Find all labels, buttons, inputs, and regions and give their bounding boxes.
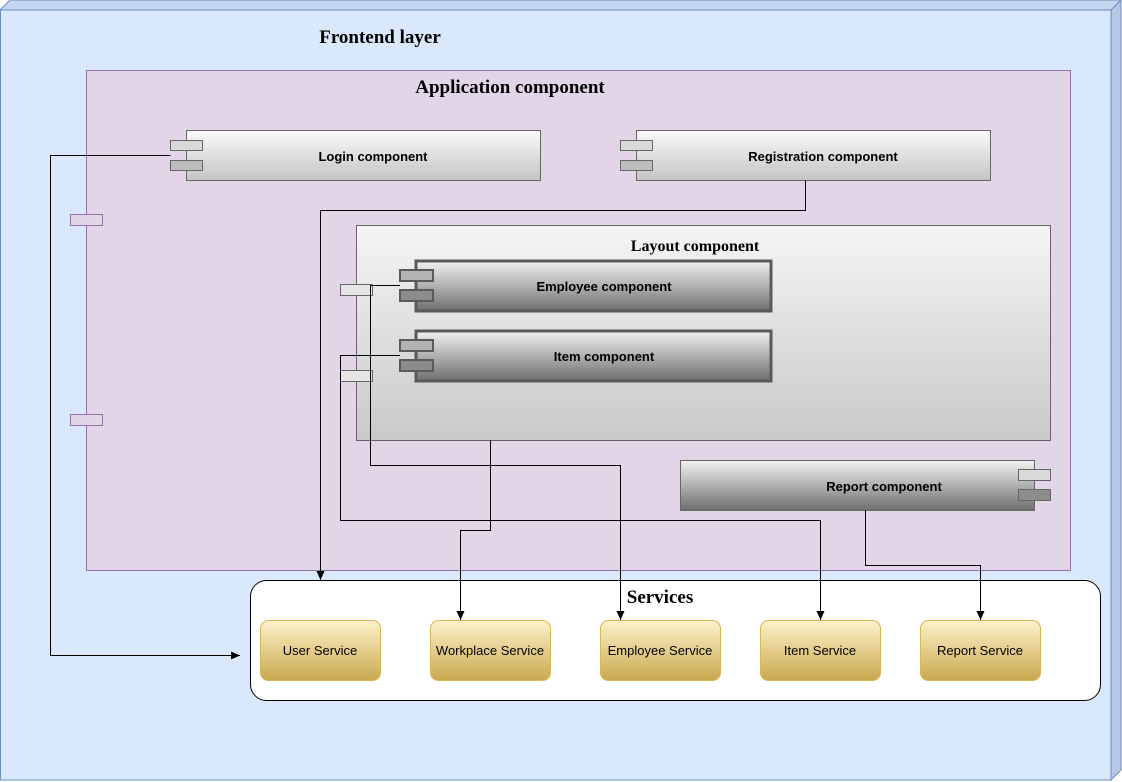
component-icon-tab xyxy=(170,160,203,171)
application-port-bottom xyxy=(70,414,103,426)
component-icon-tab xyxy=(1018,469,1051,481)
workplace-service-label: Workplace Service xyxy=(436,643,544,658)
item-service-box[interactable] xyxy=(760,620,881,681)
report-component[interactable] xyxy=(680,460,1051,511)
employee-component-label: Employee component xyxy=(536,279,672,294)
edge-report-to-report-service[interactable] xyxy=(865,510,985,621)
application-port-top xyxy=(70,214,103,226)
item-component[interactable] xyxy=(399,329,773,383)
edge-layout-to-workplace-service[interactable] xyxy=(456,440,491,621)
item-component-label: Item component xyxy=(554,349,655,364)
user-service-box[interactable] xyxy=(260,620,381,681)
component-icon-tab xyxy=(399,289,434,302)
employee-component[interactable] xyxy=(399,259,773,313)
services-title: Services xyxy=(627,587,693,608)
report-service-box[interactable] xyxy=(920,620,1041,681)
edge-employee-to-employee-service[interactable] xyxy=(370,285,625,621)
report-service-label: Report Service xyxy=(937,643,1023,658)
component-icon-tab xyxy=(399,269,434,282)
edge-login-to-user-service[interactable] xyxy=(50,155,241,660)
component-icon-tab xyxy=(399,339,434,352)
edge-item-to-item-service[interactable] xyxy=(340,355,825,621)
employee-service-box[interactable] xyxy=(600,620,721,681)
layout-component-title: Layout component xyxy=(631,238,760,255)
component-icon-tab xyxy=(620,140,653,151)
component-icon-tab xyxy=(1018,489,1051,501)
login-component-label: Login component xyxy=(318,149,428,164)
item-service-label: Item Service xyxy=(784,643,856,658)
workplace-service-box[interactable] xyxy=(430,620,551,681)
layout-port-top xyxy=(340,284,373,296)
layout-port-bottom xyxy=(340,370,373,382)
application-component-title: Application component xyxy=(415,77,605,98)
report-component-label: Report component xyxy=(826,479,942,494)
frontend-layer-title: Frontend layer xyxy=(319,27,441,48)
login-component[interactable] xyxy=(170,130,541,181)
employee-service-label: Employee Service xyxy=(608,643,713,658)
component-icon-tab xyxy=(399,359,434,372)
component-icon-tab xyxy=(620,160,653,171)
component-icon-tab xyxy=(170,140,203,151)
registration-component[interactable] xyxy=(620,130,991,181)
edge-registration-to-user-service[interactable] xyxy=(316,180,806,581)
connectors xyxy=(50,155,985,660)
registration-component-label: Registration component xyxy=(748,149,898,164)
user-service-label: User Service xyxy=(283,643,357,658)
